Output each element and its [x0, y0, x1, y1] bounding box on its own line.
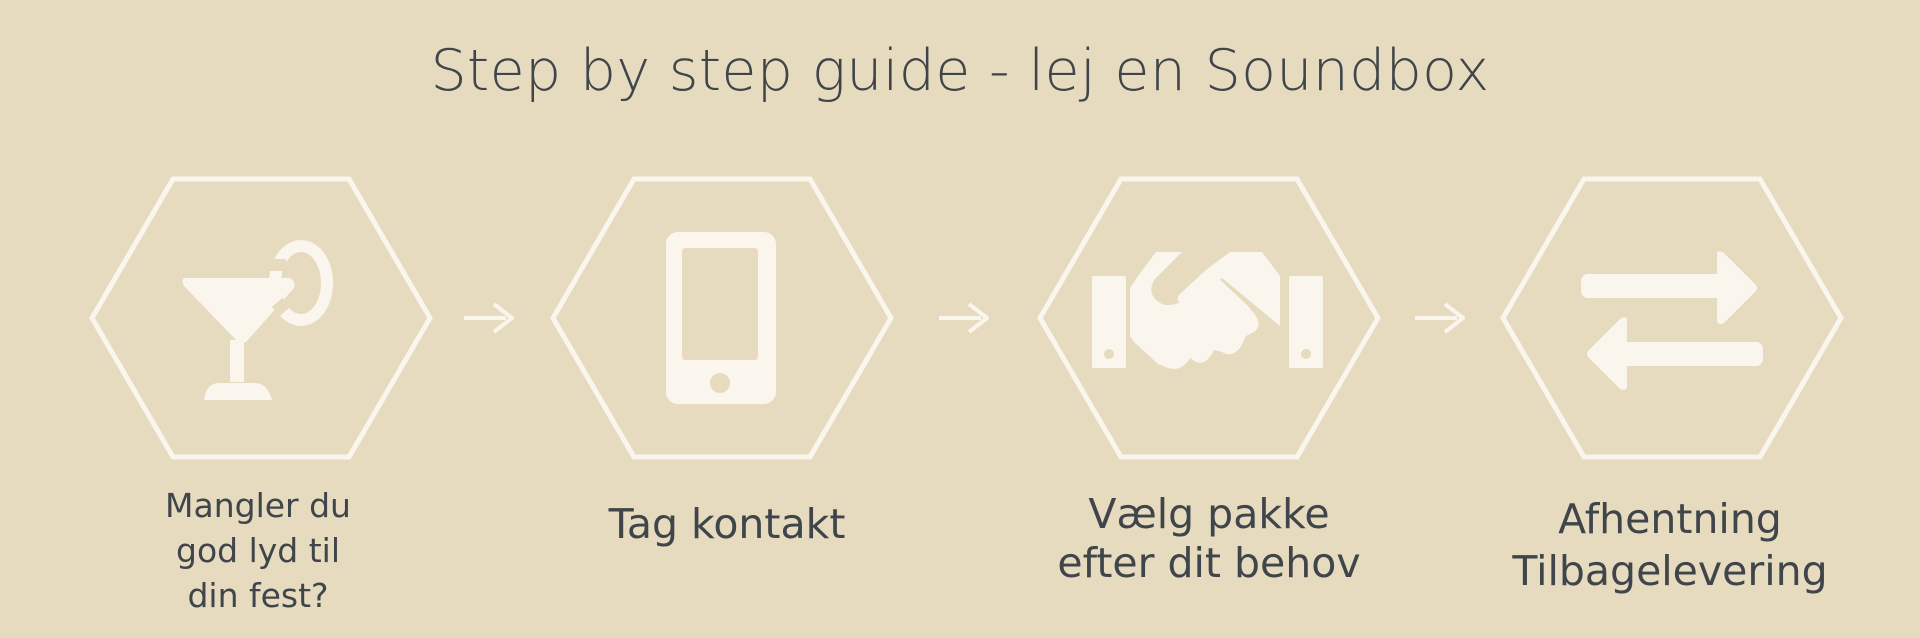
handshake-icon [1092, 252, 1323, 369]
page-title: Step by step guide - lej en Soundbox [430, 38, 1490, 104]
step-3-hexagon [1036, 176, 1382, 460]
step-3-label-line-2: efter dit behov [1057, 539, 1361, 587]
step-1-label-line-3: din fest? [187, 576, 329, 615]
arrow-right-icon [464, 302, 514, 334]
step-1-label: Mangler du god lyd til din fest? [108, 483, 408, 618]
step-3-label: Vælg pakke efter dit behov [1034, 490, 1384, 588]
step-4-label: Afhentning Tilbagelevering [1495, 493, 1845, 597]
step-4-label-line-2: Tilbagelevering [1512, 547, 1828, 595]
step-4-label-line-1: Afhentning [1558, 495, 1782, 543]
step-1-hexagon [88, 176, 434, 460]
step-1-label-line-2: god lyd til [176, 531, 340, 570]
arrow-right-icon [939, 302, 989, 334]
step-4-hexagon [1499, 176, 1845, 460]
cocktail-glass-icon [182, 240, 333, 400]
smartphone-icon [666, 232, 776, 404]
step-2-hexagon [549, 176, 895, 460]
step-2-label: Tag kontakt [577, 498, 877, 550]
exchange-arrows-icon [1581, 251, 1763, 390]
step-2-label-line-1: Tag kontakt [608, 500, 846, 548]
arrow-right-icon [1415, 302, 1465, 334]
step-1-label-line-1: Mangler du [165, 486, 351, 525]
step-3-label-line-1: Vælg pakke [1088, 490, 1330, 538]
